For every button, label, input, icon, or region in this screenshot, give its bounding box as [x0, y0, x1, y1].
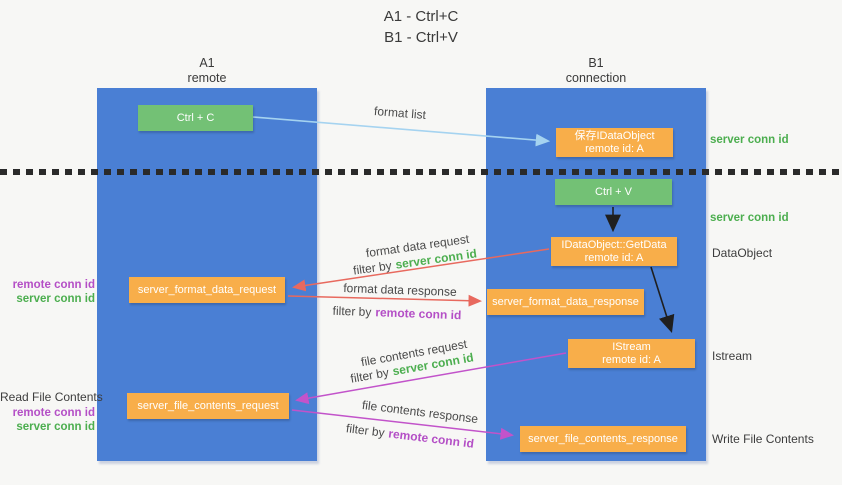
idataobject-getdata-node: IDataObject::GetData remote id: A: [551, 237, 677, 266]
read-file-contents-label: Read File Contents: [0, 390, 103, 404]
server-format-data-request-node: server_format_data_request: [129, 277, 285, 303]
ctrl-c-label: Ctrl + C: [176, 111, 215, 124]
server-format-data-response-node: server_format_data_response: [487, 289, 644, 315]
server-file-contents-request-node: server_file_contents_request: [127, 393, 289, 419]
title-line-2: B1 - Ctrl+V: [384, 29, 458, 46]
server-conn-id-left-label-1: server conn id: [16, 293, 95, 305]
filter-by-text-4: filter by: [345, 421, 386, 440]
ctrl-c-node: Ctrl + C: [138, 105, 253, 131]
server-file-contents-request-label: server_file_contents_request: [137, 399, 279, 412]
server-file-contents-response-node: server_file_contents_response: [520, 426, 686, 452]
server-file-contents-response-label: server_file_contents_response: [528, 432, 678, 445]
copy-paste-divider-dotted-line: [0, 169, 842, 175]
server-format-data-request-label: server_format_data_request: [137, 283, 277, 296]
save-idataobject-node: 保存IDataObject remote id: A: [556, 128, 673, 157]
column-a1-name: A1: [199, 56, 215, 70]
column-b1-subtitle: connection: [565, 71, 627, 85]
server-conn-id-right-label-2: server conn id: [710, 212, 789, 224]
format-list-label: format list: [373, 103, 427, 123]
column-header-b1: B1 connection: [486, 56, 706, 86]
istream-line2: remote id: A: [602, 353, 661, 366]
filter-by-text-2: filter by: [332, 303, 372, 320]
save-idataobject-line1: 保存IDataObject: [574, 129, 655, 142]
istream-side-label: Istream: [712, 349, 753, 363]
istream-node: IStream remote id: A: [568, 339, 695, 368]
server-format-data-response-label: server_format_data_response: [492, 295, 639, 308]
column-a1-subtitle: remote: [187, 71, 227, 85]
dataobject-label: DataObject: [712, 246, 773, 260]
column-header-a1: A1 remote: [97, 56, 317, 86]
write-file-contents-label: Write File Contents: [712, 432, 814, 446]
ctrl-v-node: Ctrl + V: [555, 179, 672, 205]
istream-line1: IStream: [612, 340, 651, 353]
remote-conn-id-text-1: remote conn id: [375, 305, 462, 323]
save-idataobject-line2: remote id: A: [585, 142, 644, 155]
column-b1-name: B1: [588, 56, 604, 70]
server-conn-id-left-label-2: server conn id: [16, 421, 95, 433]
diagram-title: A1 - Ctrl+C B1 - Ctrl+V: [0, 6, 842, 48]
server-conn-id-right-label-1: server conn id: [710, 134, 789, 146]
format-data-response-label: format data response: [343, 281, 457, 299]
getdata-line2: remote id: A: [584, 251, 644, 264]
getdata-line1: IDataObject::GetData: [561, 238, 667, 251]
remote-conn-id-left-label-1: remote conn id: [12, 279, 95, 291]
title-line-1: A1 - Ctrl+C: [383, 8, 459, 25]
remote-conn-id-left-label-2: remote conn id: [12, 407, 95, 419]
ctrl-v-label: Ctrl + V: [595, 185, 632, 198]
remote-conn-id-text-2: remote conn id: [387, 426, 475, 451]
